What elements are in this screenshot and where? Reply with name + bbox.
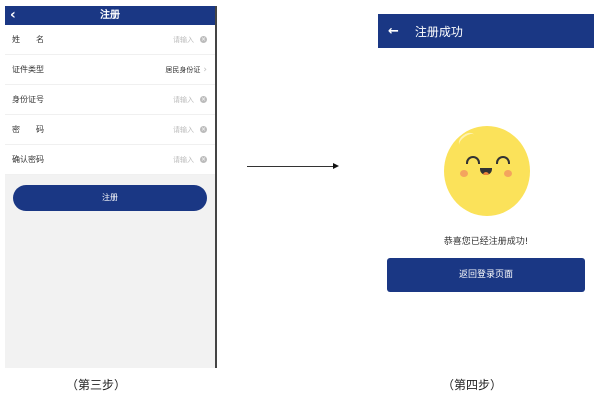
register-button[interactable]: 注册 <box>13 185 207 211</box>
id-number-input[interactable]: 请输入 <box>173 95 194 104</box>
register-form: 姓 名 请输入 × 证件类型 居民身份证 › 身份证号 请输入 × 密 码 请输… <box>5 25 215 175</box>
name-field[interactable]: 姓 名 请输入 × <box>5 25 215 55</box>
page-title: 注册成功 <box>414 24 463 39</box>
chevron-right-icon[interactable]: › <box>203 64 207 75</box>
register-screen: ‹ 注册 姓 名 请输入 × 证件类型 居民身份证 › 身份证号 请输入 × 密… <box>5 6 217 368</box>
return-login-button[interactable]: 返回登录页面 <box>387 258 585 292</box>
back-arrow-icon[interactable]: ← <box>388 23 399 39</box>
header-bar: ‹ 注册 <box>5 6 215 25</box>
clear-icon[interactable]: × <box>200 96 207 103</box>
success-screen: ← 注册成功 恭喜您已经注册成功! 返回登录页面 <box>378 14 594 314</box>
clear-icon[interactable]: × <box>200 126 207 133</box>
arrow-right-icon <box>247 163 339 169</box>
id-number-field[interactable]: 身份证号 请输入 × <box>5 85 215 115</box>
step4-caption: （第四步） <box>442 378 503 392</box>
name-input[interactable]: 请输入 <box>173 35 194 44</box>
page-title: 注册 <box>100 10 120 21</box>
field-label: 姓 名 <box>12 35 44 44</box>
confirm-password-input[interactable]: 请输入 <box>173 155 194 164</box>
field-label: 确认密码 <box>12 155 44 164</box>
confirm-password-field[interactable]: 确认密码 请输入 × <box>5 145 215 175</box>
field-label: 证件类型 <box>12 65 44 74</box>
password-input[interactable]: 请输入 <box>173 125 194 134</box>
smiley-face-icon <box>444 126 530 216</box>
field-label: 身份证号 <box>12 95 44 104</box>
step3-caption: （第三步） <box>66 378 127 392</box>
id-type-select[interactable]: 证件类型 居民身份证 › <box>5 55 215 85</box>
id-type-value[interactable]: 居民身份证 <box>165 65 201 74</box>
field-label: 密 码 <box>12 125 44 134</box>
clear-icon[interactable]: × <box>200 156 207 163</box>
header-bar: ← 注册成功 <box>378 14 594 48</box>
success-message: 恭喜您已经注册成功! <box>443 237 529 247</box>
clear-icon[interactable]: × <box>200 36 207 43</box>
password-field[interactable]: 密 码 请输入 × <box>5 115 215 145</box>
back-icon[interactable]: ‹ <box>10 7 16 23</box>
